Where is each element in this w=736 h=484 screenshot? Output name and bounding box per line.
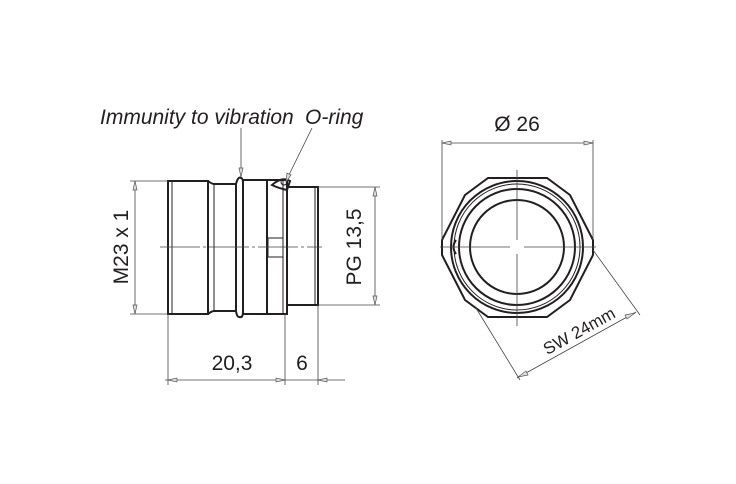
side-dimensions	[130, 127, 380, 385]
pg-dimension: PG 13,5	[343, 208, 366, 285]
front-dimensions	[441, 140, 641, 381]
immunity-label: Immunity to vibration	[100, 106, 294, 129]
thread-dimension: M23 x 1	[110, 210, 133, 285]
wrench-size-dimension: SW 24mm	[540, 304, 619, 359]
oring-seal	[270, 178, 292, 192]
oring-section	[280, 178, 288, 186]
diameter-dimension: Ø 26	[494, 113, 540, 136]
body-length-dimension: 20,3	[212, 352, 253, 375]
side-view	[160, 176, 322, 319]
oring-label: O-ring	[305, 106, 364, 129]
thread-length-dimension: 6	[296, 352, 308, 375]
front-view	[440, 170, 596, 326]
